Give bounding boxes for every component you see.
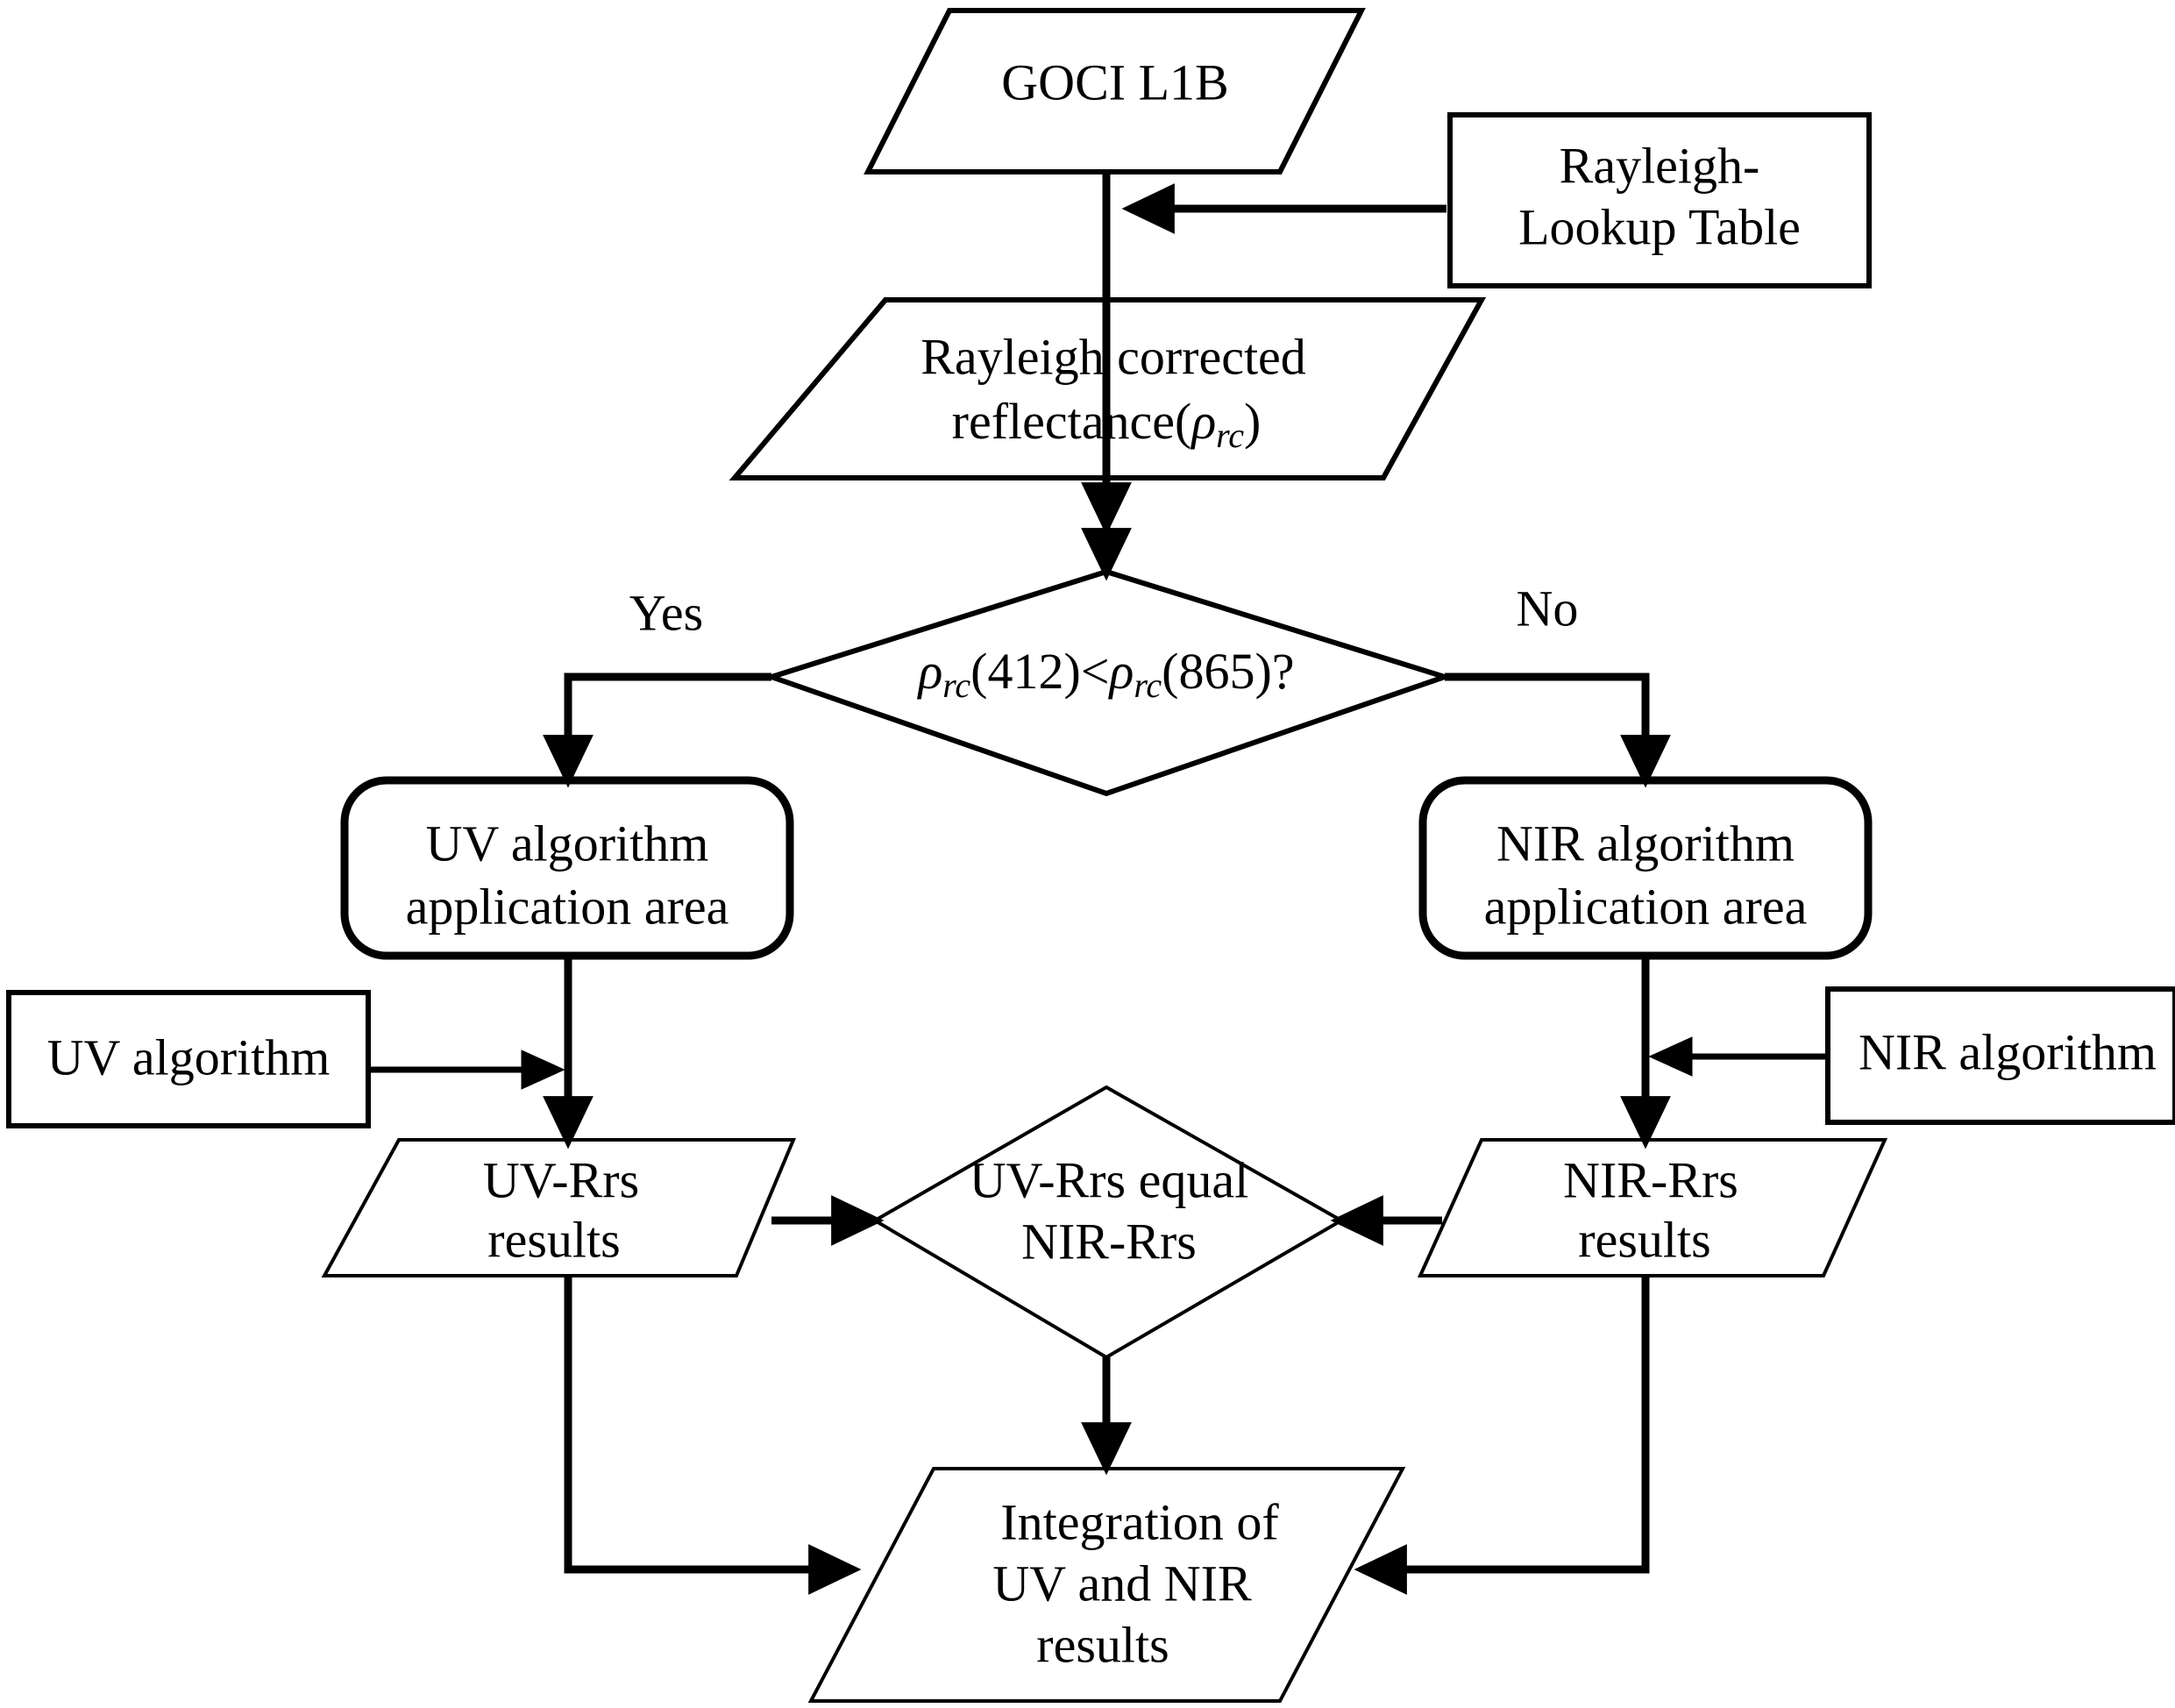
node-decision-band-comparison[interactable]: ρrc(412)<ρrc(865)? bbox=[763, 568, 1454, 797]
decision-rho-2: ρ bbox=[1107, 643, 1134, 700]
node-nir-application-area[interactable]: NIR algorithm application area bbox=[1418, 776, 1873, 960]
node-rayleigh-corrected-line2: reflectance(ρrc) bbox=[952, 393, 1262, 455]
node-equality-check[interactable]: UV-Rrs equal NIR-Rrs bbox=[871, 1085, 1346, 1360]
node-nir-application-area-line1: NIR algorithm bbox=[1496, 815, 1795, 872]
reflectance-suffix: ) bbox=[1244, 393, 1261, 450]
node-integration-results[interactable]: Integration of UV and NIR results bbox=[807, 1467, 1406, 1703]
edge-uvrrs-to-integration bbox=[564, 1276, 862, 1595]
node-uv-algorithm[interactable]: UV algorithm bbox=[6, 990, 371, 1128]
node-nir-rrs-results-line1: NIR-Rrs bbox=[1563, 1151, 1738, 1208]
node-nir-algorithm[interactable]: NIR algorithm bbox=[1825, 986, 2175, 1125]
node-uv-application-area-line2: application area bbox=[406, 878, 729, 935]
decision-sub-2: rc bbox=[1134, 665, 1162, 705]
node-uv-rrs-results[interactable]: UV-Rrs results bbox=[321, 1138, 797, 1277]
edge-label-no: No bbox=[1517, 580, 1579, 637]
edge-label-yes: Yes bbox=[629, 584, 703, 641]
node-rayleigh-lookup-table-line1: Rayleigh- bbox=[1560, 137, 1760, 194]
decision-rho-1: ρ bbox=[916, 643, 942, 700]
edge-nirrrs-to-integration bbox=[1354, 1276, 1650, 1595]
node-nir-application-area-line2: application area bbox=[1484, 878, 1808, 935]
node-equality-check-line1: UV-Rrs equal bbox=[970, 1151, 1248, 1208]
node-goci-l1b-label: GOCI L1B bbox=[1001, 53, 1228, 110]
node-integration-line3: results bbox=[1036, 1616, 1169, 1673]
edge-no-to-nir-area bbox=[1445, 673, 1671, 788]
node-integration-line1: Integration of bbox=[1000, 1493, 1279, 1550]
node-uv-application-area[interactable]: UV algorithm application area bbox=[340, 776, 794, 960]
node-rayleigh-lookup-table[interactable]: Rayleigh- Lookup Table bbox=[1447, 112, 1872, 288]
node-uv-application-area-line1: UV algorithm bbox=[426, 815, 709, 872]
node-uv-rrs-results-line1: UV-Rrs bbox=[483, 1151, 639, 1208]
decision-mid-1: (412)< bbox=[970, 643, 1109, 700]
edge-yes-to-uv-area bbox=[543, 673, 771, 788]
node-equality-check-line2: NIR-Rrs bbox=[1021, 1213, 1197, 1270]
node-uv-algorithm-label: UV algorithm bbox=[47, 1028, 331, 1085]
node-decision-band-label: ρrc(412)<ρrc(865)? bbox=[916, 643, 1294, 705]
node-integration-line2: UV and NIR bbox=[992, 1555, 1252, 1612]
node-nir-rrs-results[interactable]: NIR-Rrs results bbox=[1417, 1138, 1888, 1277]
node-nir-rrs-results-line2: results bbox=[1578, 1211, 1710, 1268]
node-rayleigh-lookup-table-line2: Lookup Table bbox=[1518, 198, 1801, 255]
decision-mid-2: (865)? bbox=[1162, 643, 1294, 700]
reflectance-prefix: reflectance( bbox=[952, 393, 1192, 450]
rho-symbol: ρ bbox=[1190, 393, 1216, 450]
node-rayleigh-corrected-line1: Rayleigh corrected bbox=[920, 328, 1306, 385]
node-goci-l1b[interactable]: GOCI L1B bbox=[864, 8, 1366, 174]
decision-sub-1: rc bbox=[942, 665, 970, 705]
rho-subscript: rc bbox=[1216, 416, 1244, 455]
node-nir-algorithm-label: NIR algorithm bbox=[1859, 1023, 2157, 1080]
node-uv-rrs-results-line2: results bbox=[487, 1211, 620, 1268]
node-rayleigh-corrected-reflectance[interactable]: Rayleigh corrected reflectance(ρrc) bbox=[729, 297, 1487, 480]
